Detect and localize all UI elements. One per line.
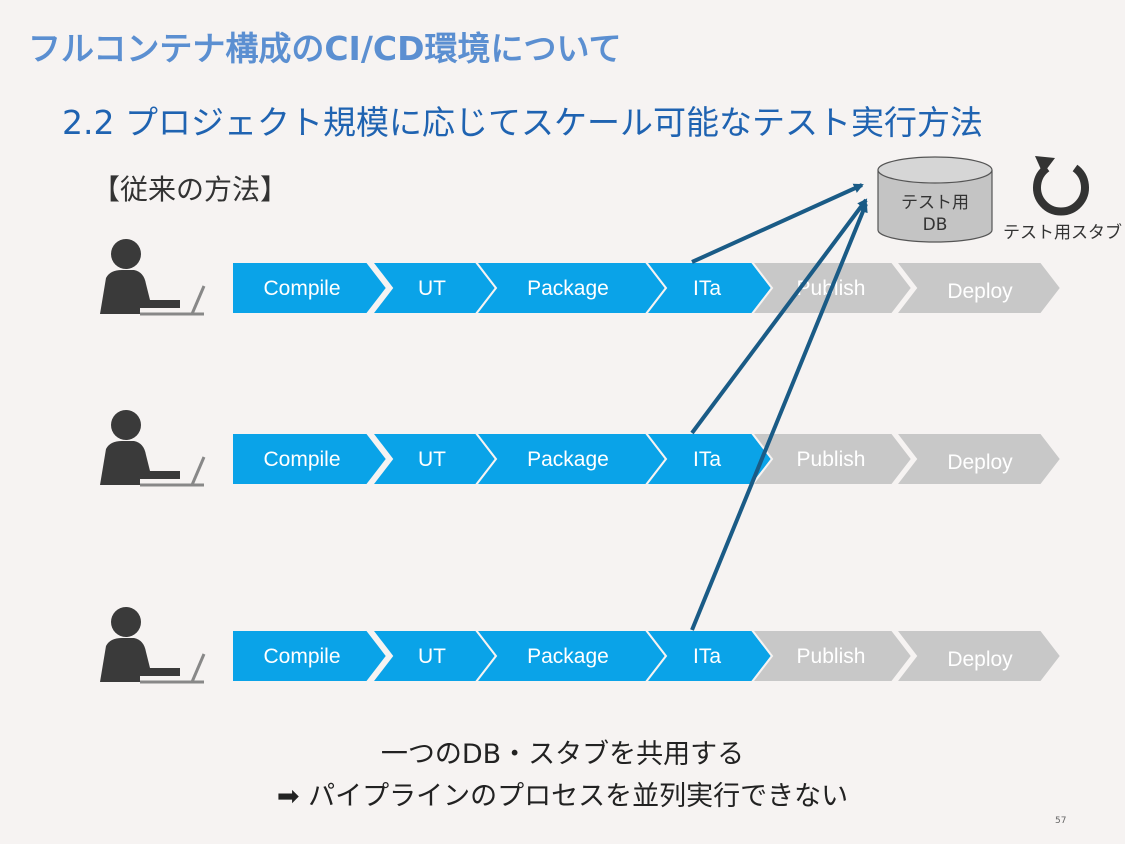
stage-deploy-chevron [893,629,1063,683]
stage-compile-chevron [231,629,389,683]
developer-icon [100,239,206,316]
stage-publish-label: Publish [797,448,866,471]
stage-compile-chevron [231,261,389,315]
stage-publish-label: Publish [797,645,866,668]
conclusion-line-2: ➡ パイプラインのプロセスを並列実行できない [276,781,849,812]
refresh-icon [1033,156,1089,216]
stage-compile-label: Compile [263,277,340,300]
stage-publish-chevron [749,432,914,486]
stage-deploy-label: Deploy [947,648,1013,671]
stage-ita-label: ITa [693,277,721,300]
stage-ita-label: ITa [693,645,721,668]
page-number: 57 [1055,816,1067,826]
stage-compile-label: Compile [263,448,340,471]
stage-deploy-chevron [893,261,1063,315]
slide-subtitle: 2.2 プロジェクト規模に応じてスケール可能なテスト実行方法 [62,103,983,142]
developer-icon [100,410,206,487]
conclusion-line-1: 一つのDB・スタブを共用する [380,739,745,770]
test-db-icon [877,156,993,243]
pipeline-row: Compile UT Package ITa Publish Deploy [100,607,1063,684]
stage-compile-chevron [231,432,389,486]
stage-compile-label: Compile [263,645,340,668]
stage-package-label: Package [527,277,609,300]
stage-ut-label: UT [418,448,446,471]
stage-package-label: Package [527,645,609,668]
stage-ut-label: UT [418,277,446,300]
section-heading: 【従来の方法】 [92,173,289,206]
pipeline-row: Compile UT Package ITa Publish Deploy [100,410,1063,487]
db-access-arrow [690,202,868,631]
stage-deploy-chevron [893,432,1063,486]
developer-icon [100,607,206,684]
slide-title: フルコンテナ構成のCI/CD環境について [28,29,622,68]
stage-ita-label: ITa [693,448,721,471]
db-access-arrow [690,198,868,435]
stage-ut-label: UT [418,645,446,668]
db-access-arrow [691,183,864,264]
test-stub-label: テスト用スタブ [1003,223,1122,243]
stage-publish-chevron [749,629,914,683]
stage-deploy-label: Deploy [947,451,1013,474]
stage-deploy-label: Deploy [947,280,1013,303]
test-db-label: テスト用 DB [901,193,969,235]
stage-package-label: Package [527,448,609,471]
